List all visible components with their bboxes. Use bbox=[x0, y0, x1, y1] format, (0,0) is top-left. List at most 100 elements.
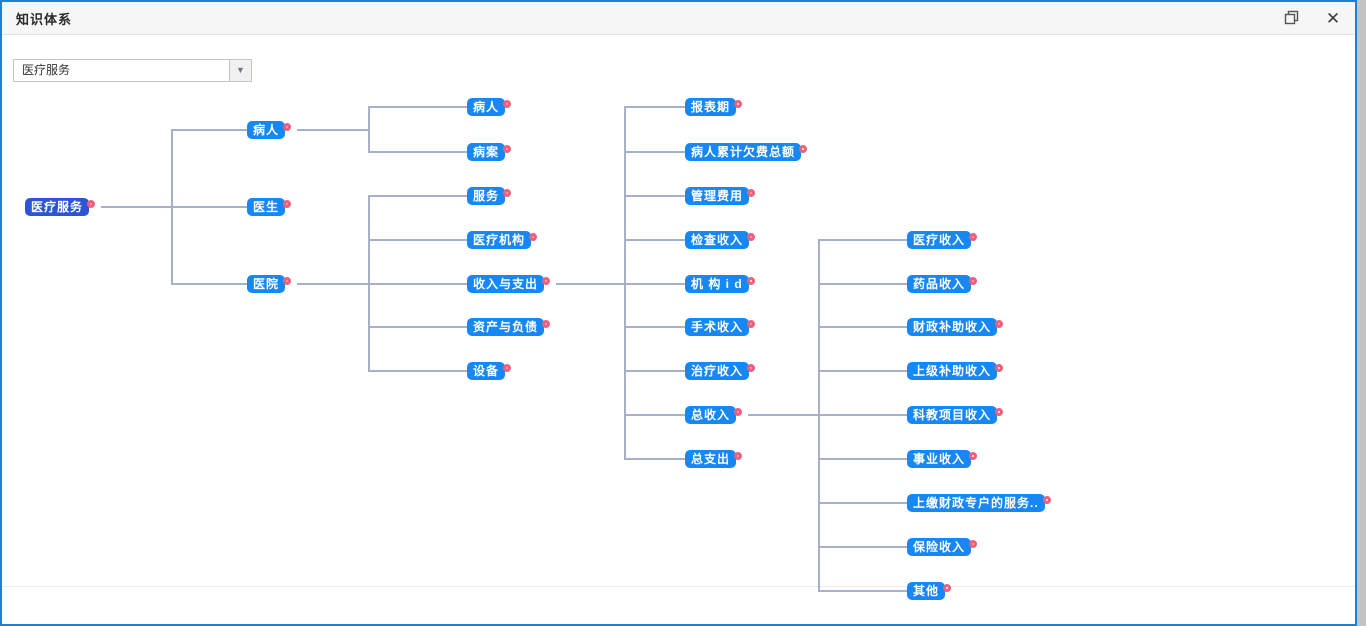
connector-line bbox=[818, 590, 907, 592]
node-handle-icon[interactable] bbox=[969, 452, 977, 460]
tree-node-bingren[interactable]: 病人 bbox=[247, 121, 286, 139]
node-handle-icon[interactable] bbox=[969, 540, 977, 548]
connector-line bbox=[818, 370, 907, 372]
node-handle-icon[interactable] bbox=[503, 100, 511, 108]
dropdown-value: 医疗服务 bbox=[22, 63, 71, 77]
tree-node-baoxianshouru[interactable]: 保险收入 bbox=[907, 538, 972, 556]
tree-node-jigouid[interactable]: 机 构 i d bbox=[685, 275, 749, 293]
tree-node-yiyuan[interactable]: 医院 bbox=[247, 275, 286, 293]
connector-line bbox=[368, 151, 467, 153]
connector-line bbox=[818, 414, 907, 416]
connector-line bbox=[556, 283, 626, 285]
tree-node-kejiaoxiangmu[interactable]: 科教项目收入 bbox=[907, 406, 998, 424]
restore-button[interactable] bbox=[1281, 9, 1301, 29]
tree-node-jianchashouru[interactable]: 检查收入 bbox=[685, 231, 750, 249]
node-handle-icon[interactable] bbox=[747, 189, 755, 197]
caret-down-icon: ▼ bbox=[236, 65, 245, 75]
dropdown-arrow-button[interactable]: ▼ bbox=[229, 60, 251, 81]
tree-node-root[interactable]: 医疗服务 bbox=[25, 198, 90, 216]
tree-node-shangjibuzhu[interactable]: 上级补助收入 bbox=[907, 362, 998, 380]
node-handle-icon[interactable] bbox=[503, 364, 511, 372]
connector-line bbox=[624, 458, 685, 460]
page-title: 知识体系 bbox=[16, 11, 73, 27]
tree-node-baobiaoqi[interactable]: 报表期 bbox=[685, 98, 737, 116]
connector-line bbox=[624, 326, 685, 328]
tree-node-yisheng[interactable]: 医生 bbox=[247, 198, 286, 216]
node-handle-icon[interactable] bbox=[747, 233, 755, 241]
tree-node-yaopinshouru[interactable]: 药品收入 bbox=[907, 275, 972, 293]
tree-node-bingren2[interactable]: 病人 bbox=[467, 98, 506, 116]
connector-line bbox=[624, 151, 685, 153]
scrollbar[interactable] bbox=[1357, 0, 1366, 626]
tree-node-yiliaoshouru[interactable]: 医疗收入 bbox=[907, 231, 972, 249]
titlebar: 知识体系 ✕ bbox=[2, 2, 1355, 35]
node-handle-icon[interactable] bbox=[283, 277, 291, 285]
tree-node-shiyeshouru[interactable]: 事业收入 bbox=[907, 450, 972, 468]
connector-line bbox=[101, 206, 173, 208]
tree-node-fuwu[interactable]: 服务 bbox=[467, 187, 506, 205]
node-handle-icon[interactable] bbox=[503, 145, 511, 153]
connector-line bbox=[368, 106, 467, 108]
connector-line bbox=[368, 195, 467, 197]
node-handle-icon[interactable] bbox=[87, 200, 95, 208]
node-handle-icon[interactable] bbox=[542, 277, 550, 285]
connector-line bbox=[297, 129, 370, 131]
connector-line bbox=[624, 283, 685, 285]
connector-line bbox=[171, 283, 247, 285]
node-handle-icon[interactable] bbox=[943, 584, 951, 592]
tree-node-bingan[interactable]: 病案 bbox=[467, 143, 506, 161]
tree-node-shebei[interactable]: 设备 bbox=[467, 362, 506, 380]
node-handle-icon[interactable] bbox=[969, 277, 977, 285]
tree-node-caizhengbuzhu[interactable]: 财政补助收入 bbox=[907, 318, 998, 336]
connector-line bbox=[624, 370, 685, 372]
node-handle-icon[interactable] bbox=[995, 408, 1003, 416]
node-handle-icon[interactable] bbox=[995, 320, 1003, 328]
node-handle-icon[interactable] bbox=[734, 452, 742, 460]
connector-line bbox=[171, 206, 247, 208]
connector-line bbox=[818, 326, 907, 328]
connector-line bbox=[624, 414, 685, 416]
connector-line bbox=[624, 239, 685, 241]
close-button[interactable]: ✕ bbox=[1323, 9, 1343, 29]
connector-line bbox=[368, 370, 467, 372]
connector-line bbox=[818, 283, 907, 285]
connector-line bbox=[368, 106, 370, 153]
connector-line bbox=[171, 129, 247, 131]
category-dropdown[interactable]: 医疗服务 ▼ bbox=[13, 59, 252, 82]
restore-icon bbox=[1284, 10, 1299, 28]
connector-line bbox=[818, 502, 907, 504]
node-handle-icon[interactable] bbox=[1043, 496, 1051, 504]
connector-line bbox=[818, 458, 907, 460]
node-handle-icon[interactable] bbox=[529, 233, 537, 241]
node-handle-icon[interactable] bbox=[734, 408, 742, 416]
node-handle-icon[interactable] bbox=[542, 320, 550, 328]
connector-line bbox=[368, 239, 467, 241]
node-handle-icon[interactable] bbox=[969, 233, 977, 241]
node-handle-icon[interactable] bbox=[995, 364, 1003, 372]
tree-node-qita[interactable]: 其他 bbox=[907, 582, 946, 600]
node-handle-icon[interactable] bbox=[799, 145, 807, 153]
node-handle-icon[interactable] bbox=[283, 200, 291, 208]
tree-node-zhiliaoshouru[interactable]: 治疗收入 bbox=[685, 362, 750, 380]
node-handle-icon[interactable] bbox=[734, 100, 742, 108]
tree-node-zongshouru[interactable]: 总收入 bbox=[685, 406, 737, 424]
connector-line bbox=[818, 239, 907, 241]
node-handle-icon[interactable] bbox=[747, 364, 755, 372]
tree-node-yiliaojigou[interactable]: 医疗机构 bbox=[467, 231, 532, 249]
tree-node-zichan[interactable]: 资产与负债 bbox=[467, 318, 545, 336]
tree-node-shoushushouru[interactable]: 手术收入 bbox=[685, 318, 750, 336]
window-controls: ✕ bbox=[1281, 2, 1343, 35]
connector-line bbox=[818, 546, 907, 548]
tree-node-shangjiaocaizheng[interactable]: 上缴财政专户的服务.. bbox=[907, 494, 1045, 512]
tree-node-shouzhi[interactable]: 收入与支出 bbox=[467, 275, 545, 293]
tree-node-zongzhichu[interactable]: 总支出 bbox=[685, 450, 737, 468]
tree-node-guanlifeiyong[interactable]: 管理费用 bbox=[685, 187, 750, 205]
node-handle-icon[interactable] bbox=[283, 123, 291, 131]
tree-node-qianfei[interactable]: 病人累计欠费总额 bbox=[685, 143, 802, 161]
connector-line bbox=[297, 283, 370, 285]
node-handle-icon[interactable] bbox=[747, 277, 755, 285]
node-handle-icon[interactable] bbox=[747, 320, 755, 328]
node-handle-icon[interactable] bbox=[503, 189, 511, 197]
